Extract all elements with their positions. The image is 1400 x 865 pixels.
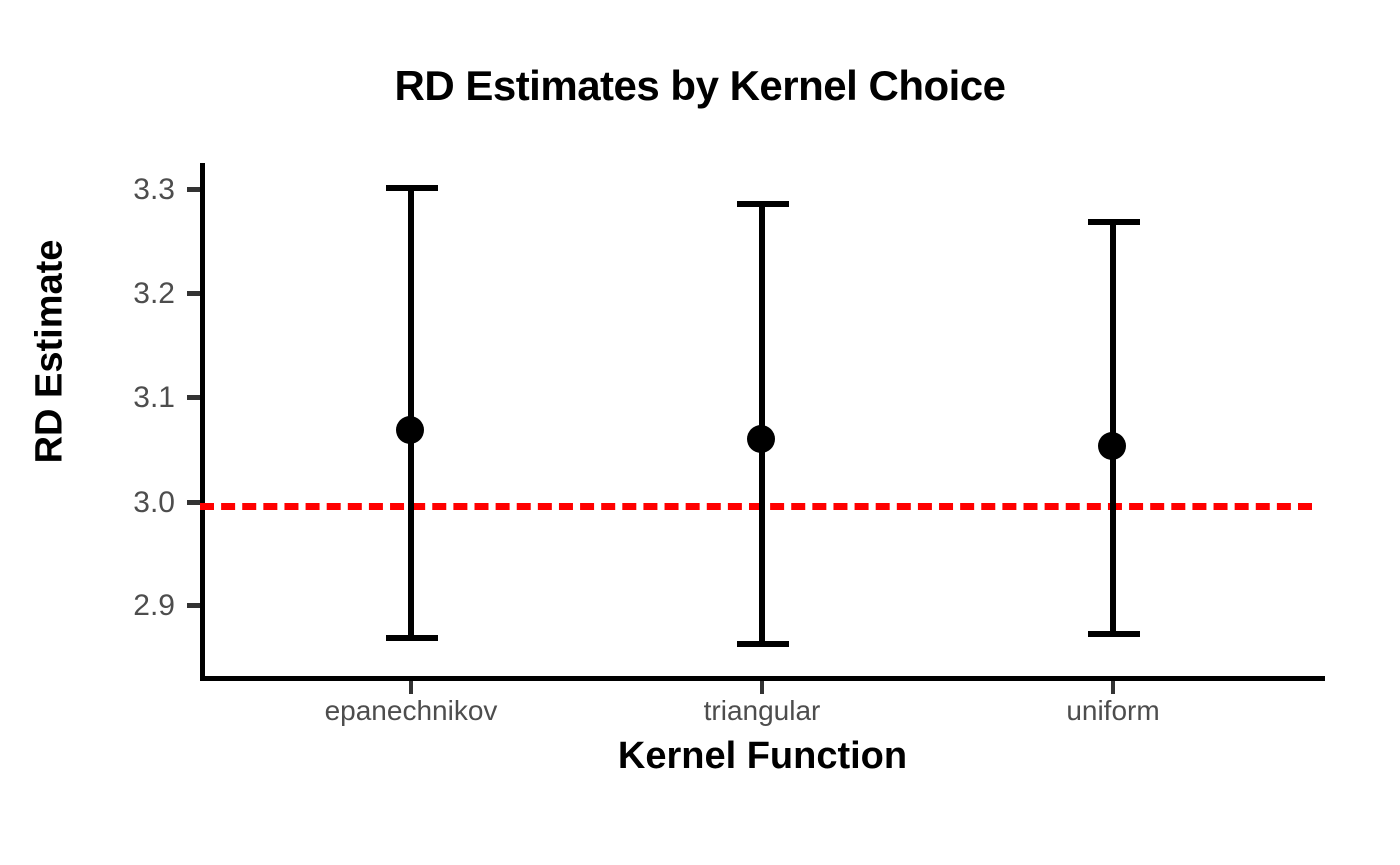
x-tick-mark-epanechnikov xyxy=(409,681,413,694)
estimate-point-uniform xyxy=(1098,432,1126,460)
estimate-point-epanechnikov xyxy=(396,416,424,444)
y-tick-mark-3.3 xyxy=(187,187,201,192)
x-axis-line xyxy=(200,676,1325,681)
errorbar-vline-epanechnikov xyxy=(408,185,414,640)
x-tick-mark-uniform xyxy=(1111,681,1115,694)
y-tick-label-3.1: 3.1 xyxy=(133,381,175,414)
x-axis-title: Kernel Function xyxy=(617,735,908,777)
chart-title: RD Estimates by Kernel Choice xyxy=(394,62,1006,109)
reference-line-3.0 xyxy=(200,503,1312,510)
x-tick-mark-triangular xyxy=(760,681,764,694)
x-tick-label-triangular: triangular xyxy=(703,695,821,726)
y-tick-mark-3.0 xyxy=(187,500,201,505)
errorbar-vline-triangular xyxy=(759,201,765,647)
errorbar-lower-cap-uniform xyxy=(1088,631,1140,637)
x-tick-label-epanechnikov: epanechnikov xyxy=(324,695,498,726)
y-tick-mark-3.1 xyxy=(187,395,201,400)
estimate-point-triangular xyxy=(747,425,775,453)
y-tick-mark-3.2 xyxy=(187,291,201,296)
y-tick-mark-2.9 xyxy=(187,603,201,608)
x-tick-label-uniform: uniform xyxy=(1066,695,1160,726)
errorbar-vline-uniform xyxy=(1110,219,1116,635)
errorbar-lower-cap-triangular xyxy=(737,641,789,647)
y-tick-label-3.3: 3.3 xyxy=(133,173,175,206)
y-tick-label-3.0: 3.0 xyxy=(133,486,175,519)
errorbar-lower-cap-epanechnikov xyxy=(386,635,438,641)
y-tick-label-2.9: 2.9 xyxy=(133,589,175,622)
y-axis-line xyxy=(200,163,205,681)
y-tick-label-3.2: 3.2 xyxy=(133,277,175,310)
y-axis-title: RD Estimate xyxy=(28,239,71,464)
